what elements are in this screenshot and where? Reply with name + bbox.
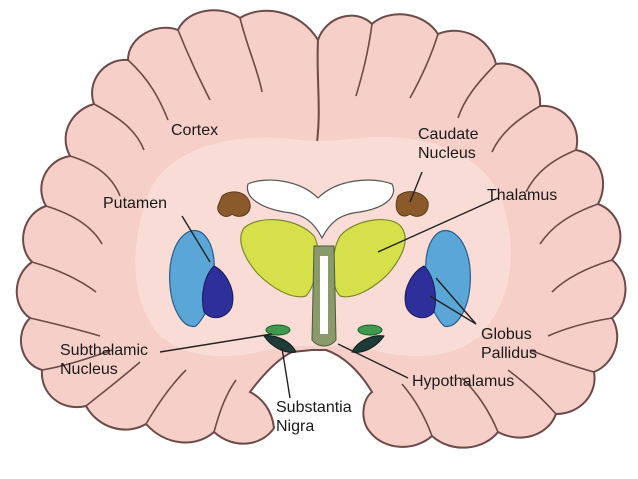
leader-hypothalamus [337, 343, 409, 379]
lateral-ventricles [246, 179, 395, 240]
leader-nigra [281, 347, 291, 399]
caudate-right [395, 191, 429, 217]
sulci-lines [29, 17, 613, 437]
leader-globus-1 [429, 295, 477, 325]
leader-subthalamic [159, 333, 273, 353]
thalamus-left [240, 218, 319, 298]
label-nigra-line2: Nigra [276, 418, 315, 435]
label-hypothalamus-text: Hypothalamus [412, 373, 515, 390]
label-caudate-line1: Caudate [418, 126, 479, 143]
label-caudate-line2: Nucleus [418, 145, 476, 162]
label-globus-line1: Globus [481, 326, 532, 343]
label-thalamus-text: Thalamus [487, 187, 558, 204]
label-hypothalamus: Hypothalamus [412, 372, 514, 391]
label-putamen-text: Putamen [103, 195, 168, 212]
label-subthalamic-nucleus: Subthalamic Nucleus [60, 341, 148, 379]
label-globus-pallidus: Globus Pallidus [481, 325, 537, 363]
label-globus-line2: Pallidus [481, 345, 538, 362]
label-thalamus: Thalamus [487, 186, 557, 205]
label-nigra-line1: Substantia [276, 399, 352, 416]
leader-caudate [409, 171, 423, 203]
subthalamic-nucleus-left [265, 324, 291, 336]
label-putamen: Putamen [103, 194, 167, 213]
third-ventricle-lumen [320, 256, 328, 334]
putamen-right [425, 230, 471, 328]
globus-pallidus-left [201, 265, 234, 319]
globus-pallidus-right [404, 265, 437, 319]
label-cortex-text: Cortex [171, 122, 219, 139]
longitudinal-fissure [315, 39, 320, 151]
label-caudate-nucleus: Caudate Nucleus [418, 125, 479, 163]
leader-putamen [181, 215, 211, 263]
subthalamic-nucleus-right [357, 324, 383, 336]
substantia-nigra-left [263, 335, 297, 353]
label-subthalamic-line2: Nucleus [60, 361, 118, 378]
substantia-nigra-right [351, 335, 385, 353]
label-cortex: Cortex [171, 121, 218, 140]
caudate-left [217, 191, 251, 217]
label-subthalamic-line1: Subthalamic [60, 342, 149, 359]
label-substantia-nigra: Substantia Nigra [276, 398, 352, 436]
leader-lines [159, 171, 499, 399]
leader-thalamus [377, 197, 499, 253]
leader-globus-2 [435, 277, 477, 325]
